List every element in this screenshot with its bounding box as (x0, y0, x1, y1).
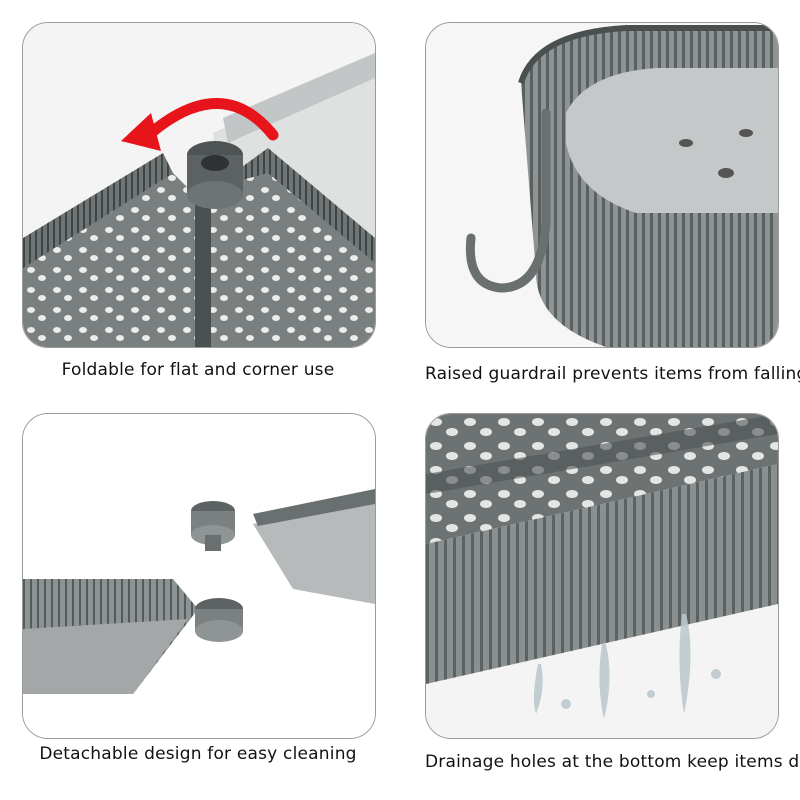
panel-drainage (425, 413, 779, 739)
caption-foldable: Foldable for flat and corner use (61, 360, 335, 380)
caption-guardrail: Raised guardrail prevents items from fal… (425, 364, 800, 384)
foldable-shelf-image (23, 23, 375, 347)
panel-guardrail (425, 22, 779, 348)
water-drop-icon (533, 614, 721, 719)
detach-icon (191, 501, 235, 551)
drainage-shelf-image (426, 414, 778, 738)
detachable-shelf-image (23, 414, 375, 738)
guardrail-shelf-image (426, 23, 778, 347)
panel-foldable (22, 22, 376, 348)
hook-icon (465, 108, 551, 293)
caption-drainage: Drainage holes at the bottom keep items … (425, 752, 800, 772)
caption-detachable: Detachable design for easy cleaning (39, 744, 357, 764)
panel-detachable (22, 413, 376, 739)
fold-arrow-icon (121, 98, 279, 151)
